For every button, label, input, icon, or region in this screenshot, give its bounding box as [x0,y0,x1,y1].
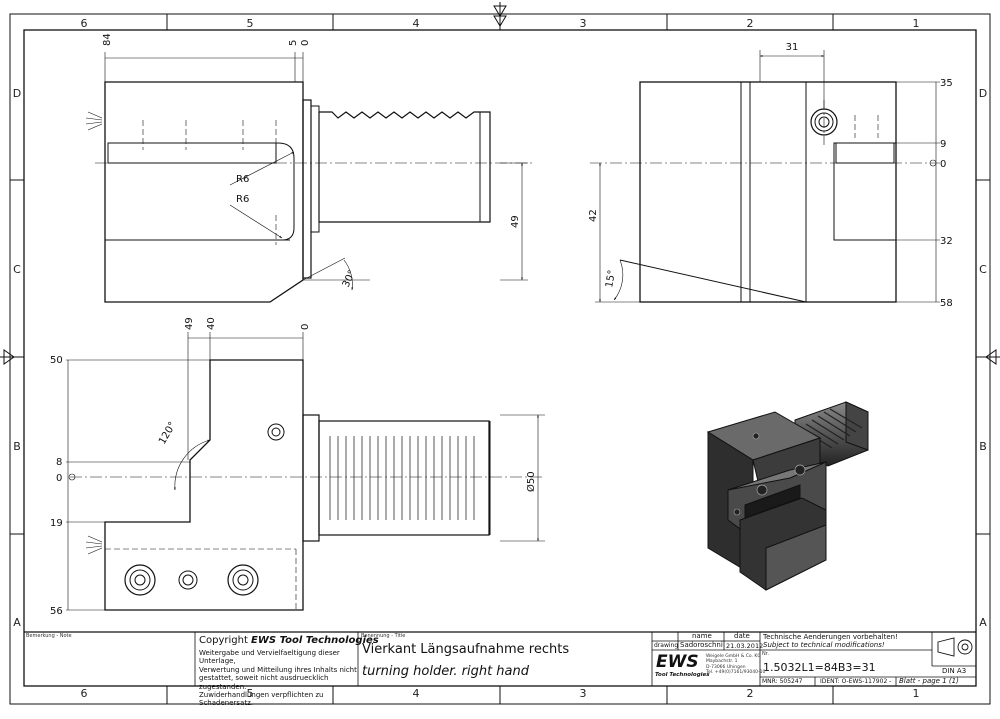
dim-49-front: 49 [510,215,521,228]
title-english: turning holder. right hand [362,664,530,679]
remarks-label: Bemerkung - Note [26,633,72,639]
copyright-prefix: Copyright [199,635,252,646]
paper-format: DIN A3 [942,667,967,675]
notice-german: Technische Aenderungen vorbehalten! [763,633,898,641]
zone-bottom-1: 1 [913,687,920,700]
zone-bottom-3: 3 [580,687,587,700]
title-german: Vierkant Längsaufnahme rechts [362,642,570,657]
zone-bottom-4: 4 [413,687,420,700]
dim-32: 32 [940,236,953,247]
dim-r6-lower: R6 [236,194,249,205]
zone-top-5: 5 [247,17,254,30]
zone-left-C: C [13,263,21,276]
dim-0-side: 0 [940,159,946,170]
side-view [590,50,940,303]
copyright-line: Weitergabe und Vervielfaeltigung dieser … [199,649,340,666]
sheet-frame [0,2,1000,705]
mnr-value: MNR: 505247 [762,678,803,685]
dim-5: 5 [288,40,299,46]
zone-left-D: D [13,87,21,100]
copyright-title: Copyright EWS Tool Technologies [199,636,379,646]
dim-0-front: 0 [300,40,311,46]
zone-right-C: C [979,263,987,276]
address-line: D-73066 Uhingen [706,664,746,670]
zone-top-3: 3 [580,17,587,30]
company-address: Weigele GmbH & Co. KG Maybachstr. 1 D-73… [706,654,765,676]
dim-50: 50 [50,355,63,366]
part-number: 1.5032L1=84B3=31 [763,661,876,674]
zone-top-1: 1 [913,17,920,30]
zone-top-4: 4 [413,17,420,30]
zone-left-A: A [13,616,21,629]
copyright-line: Zuwiderhandlungen verpflichten zu Schade… [199,691,324,708]
dim-15deg: 15° [604,269,618,288]
iso-render [706,401,869,591]
zone-bottom-2: 2 [747,687,754,700]
zone-right-B: B [979,440,987,453]
ident-value: IDENT: O-EWS-117902 - [820,678,892,685]
dim-84: 84 [102,33,113,46]
col-date-header: date [734,632,750,640]
zone-right-A: A [979,616,987,629]
dim-0b: 0 [56,473,62,484]
dim-42: 42 [588,209,599,222]
dim-8: 8 [56,457,62,468]
drawing-date: 21.03.2012 [726,642,764,650]
nr-label: Nr. [762,651,769,657]
title-label: Benennung - Title [361,633,406,639]
address-line: Weigele GmbH & Co. KG [706,654,761,659]
dim-31: 31 [786,42,799,53]
copyright-brand: EWS Tool Technologies [251,635,379,646]
zone-top-6: 6 [81,17,88,30]
zone-top-2: 2 [747,17,754,30]
zone-bottom-6: 6 [81,687,88,700]
dim-49-top: 49 [184,317,195,330]
front-view [85,52,535,303]
notice-english: Subject to technical modifications! [763,641,885,649]
dim-35: 35 [940,78,953,89]
address-line: Tel. +49(0)7161/93040-10 [706,670,766,676]
dim-r6-upper: R6 [236,174,249,185]
dim-30deg: 30° [341,269,358,290]
address-line: Maybachstr. 1 [706,659,738,665]
zone-labels: 6 5 4 3 2 1 6 5 4 3 2 1 D C B A D C B A [13,17,987,700]
zone-right-D: D [979,87,987,100]
zone-left-B: B [13,440,21,453]
dim-9: 9 [940,139,946,150]
row-drawing-label: drawing [654,642,679,649]
dim-56: 56 [50,606,63,617]
col-name-header: name [692,632,712,640]
zone-bottom-5: 5 [247,687,254,700]
dim-0-top: 0 [300,324,311,330]
dim-58: 58 [940,298,953,309]
top-view [66,332,545,611]
dim-40: 40 [206,317,217,330]
company-logo: EWS [656,652,699,672]
drawer-name: Sadoroschni [680,641,723,649]
title-block-frame [24,631,976,686]
dim-dia50: Ø50 [525,471,537,492]
sheet-page: Blatt - page 1 (1) [899,677,959,685]
copyright-line: Verwertung und Mitteilung ihres Inhalts … [199,665,357,674]
dim-19: 19 [50,518,63,529]
copyright-body: Weitergabe und Vervielfaeltigung dieser … [199,649,357,708]
company-subtitle: Tool Technologies [655,672,710,678]
dim-120deg: 120° [157,420,179,446]
copyright-line: gestattet, soweit nicht ausdruecklich zu… [199,674,329,691]
